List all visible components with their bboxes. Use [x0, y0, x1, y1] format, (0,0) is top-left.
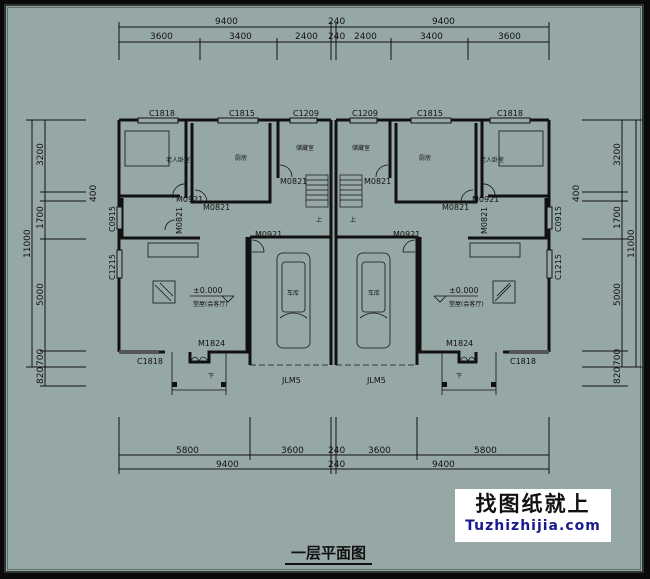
door-label: M0821	[280, 177, 307, 186]
garage-door-label: JLM5	[366, 376, 386, 385]
dim-left-seg: 700	[36, 349, 46, 366]
window-label: C1815	[229, 109, 255, 118]
dim-right-seg: 400	[572, 185, 582, 202]
dim-bottom-total: 240	[328, 460, 345, 470]
drawing-frame	[4, 4, 644, 573]
dim-top-seg: 3600	[498, 32, 521, 42]
dim-left-seg: 1700	[36, 206, 46, 229]
dim-left-seg: 5000	[36, 283, 46, 306]
window-label: C1215	[554, 254, 563, 280]
dim-top-total-right: 9400	[432, 17, 455, 27]
room-label-living-room: 堂屋(会客厅)	[193, 300, 228, 308]
dim-top-seg: 2400	[354, 32, 377, 42]
room-label-kitchen: 厨房	[419, 154, 431, 162]
dim-top-seg: 3600	[150, 32, 173, 42]
dim-top-total-mid: 240	[328, 17, 345, 27]
room-label-elderly-bedroom: 老人卧室	[166, 156, 190, 164]
door-label: M1824	[198, 339, 225, 348]
dim-top-seg: 240	[328, 32, 345, 42]
dim-bottom-seg: 240	[328, 446, 345, 456]
dim-top-seg: 2400	[295, 32, 318, 42]
window-label: C1815	[417, 109, 443, 118]
door-label: M0821	[175, 207, 184, 234]
steps-down-label: 下	[208, 373, 214, 380]
dim-top-seg: 3400	[229, 32, 252, 42]
dim-bottom-seg: 5800	[474, 446, 497, 456]
dim-right-total: 11000	[627, 229, 637, 258]
stairs-up-label: 上	[350, 216, 356, 224]
door-label: M0821	[364, 177, 391, 186]
room-label-garage: 车库	[368, 289, 380, 297]
dim-bottom-total: 9400	[216, 460, 239, 470]
door-label: M0921	[176, 195, 203, 204]
dim-bottom-seg: 3600	[368, 446, 391, 456]
window-label: C1818	[497, 109, 523, 118]
watermark-chinese-text: 找图纸就上	[475, 492, 591, 516]
watermark-url: Tuzhizhijia.com	[465, 518, 601, 534]
dim-bottom-seg: 3600	[281, 446, 304, 456]
dim-bottom-seg: 5800	[176, 446, 199, 456]
dim-left-seg: 820	[36, 367, 46, 384]
garage-door-label: JLM5	[281, 376, 301, 385]
dim-right-seg: 700	[613, 349, 623, 366]
window-label: C0915	[554, 206, 563, 232]
window-label: C1209	[293, 109, 319, 118]
stairs-up-label: 上	[316, 216, 322, 224]
drawing-title: 一层平面图	[285, 544, 373, 565]
dim-right-seg: 1700	[613, 206, 623, 229]
window-label: C1818	[137, 357, 163, 366]
room-label-storage: 储藏室	[352, 144, 370, 152]
dim-right-seg: 3200	[613, 143, 623, 166]
room-label-storage: 储藏室	[296, 144, 314, 152]
dim-bottom-total: 9400	[432, 460, 455, 470]
door-label: M0821	[480, 207, 489, 234]
dim-top-total-left: 9400	[215, 17, 238, 27]
elevation-marker: ±0.000	[449, 286, 479, 295]
watermark-logo: 找图纸就上 Tuzhizhijia.com	[455, 489, 611, 542]
dim-left-seg: 400	[89, 185, 99, 202]
door-label: M0821	[442, 203, 469, 212]
window-label: C1818	[510, 357, 536, 366]
dim-right-seg: 820	[613, 367, 623, 384]
window-label: C1215	[108, 254, 117, 280]
steps-down-label: 下	[456, 373, 462, 380]
room-label-kitchen: 厨房	[235, 154, 247, 162]
room-label-living-room: 堂屋(会客厅)	[449, 300, 484, 308]
dim-left-seg: 3200	[36, 143, 46, 166]
dim-left-total: 11000	[23, 229, 33, 258]
window-label: C1818	[149, 109, 175, 118]
window-label: C0915	[108, 206, 117, 232]
door-label: M1824	[446, 339, 473, 348]
room-label-garage: 车库	[287, 289, 299, 297]
door-label: M0921	[255, 230, 282, 239]
elevation-marker: ±0.000	[193, 286, 223, 295]
door-label: M0921	[472, 195, 499, 204]
door-label: M0821	[203, 203, 230, 212]
dim-right-seg: 5000	[613, 283, 623, 306]
dim-top-seg: 3400	[420, 32, 443, 42]
door-label: M0921	[393, 230, 420, 239]
window-label: C1209	[352, 109, 378, 118]
room-label-elderly-bedroom: 老人卧室	[480, 156, 504, 164]
